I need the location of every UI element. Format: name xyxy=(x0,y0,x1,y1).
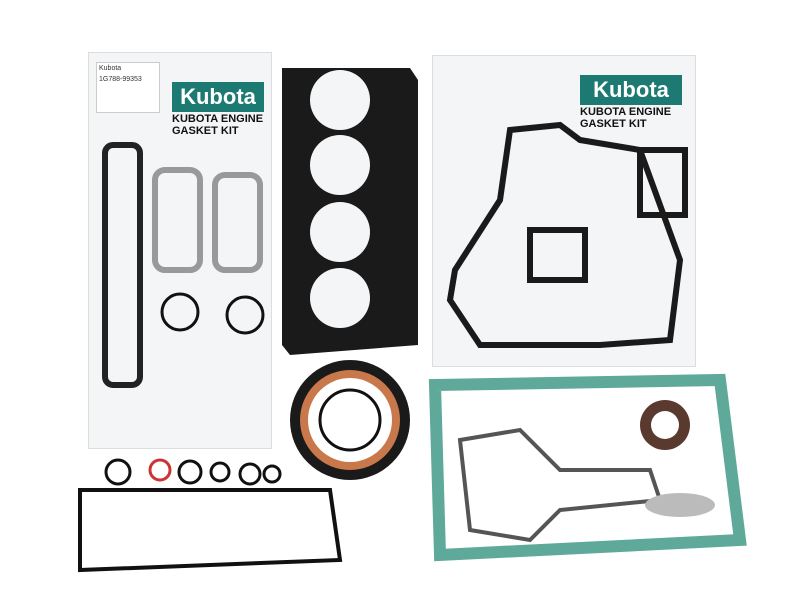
left-brand-logo: Kubota xyxy=(172,82,264,112)
round-gasket-set xyxy=(290,360,410,480)
sticker-brand: Kubota xyxy=(99,65,122,72)
left-title: KUBOTA ENGINE GASKET KIT xyxy=(172,113,264,137)
water-pump-gasket xyxy=(457,427,663,543)
oil-pan-gasket xyxy=(428,373,747,562)
right-title: KUBOTA ENGINE GASKET KIT xyxy=(580,106,672,130)
left-title-line2: GASKET KIT xyxy=(172,125,239,137)
right-title-line1: KUBOTA ENGINE xyxy=(580,106,672,118)
right-title-line2: GASKET KIT xyxy=(580,118,647,130)
exhaust-gasket xyxy=(645,493,715,517)
part-sticker: Kubota 1G788-99353 xyxy=(96,62,160,113)
cylinder-head-gasket xyxy=(282,68,418,355)
right-brand-logo: Kubota xyxy=(580,75,682,105)
manifold-gaskets xyxy=(102,142,263,388)
timing-cover-gasket xyxy=(446,121,688,348)
oil-seal-bore xyxy=(651,411,679,439)
part-number: 1G788-99353 xyxy=(99,76,142,83)
valve-cover-gasket xyxy=(78,488,343,573)
left-title-line1: KUBOTA ENGINE xyxy=(172,113,264,125)
o-rings xyxy=(104,292,282,486)
